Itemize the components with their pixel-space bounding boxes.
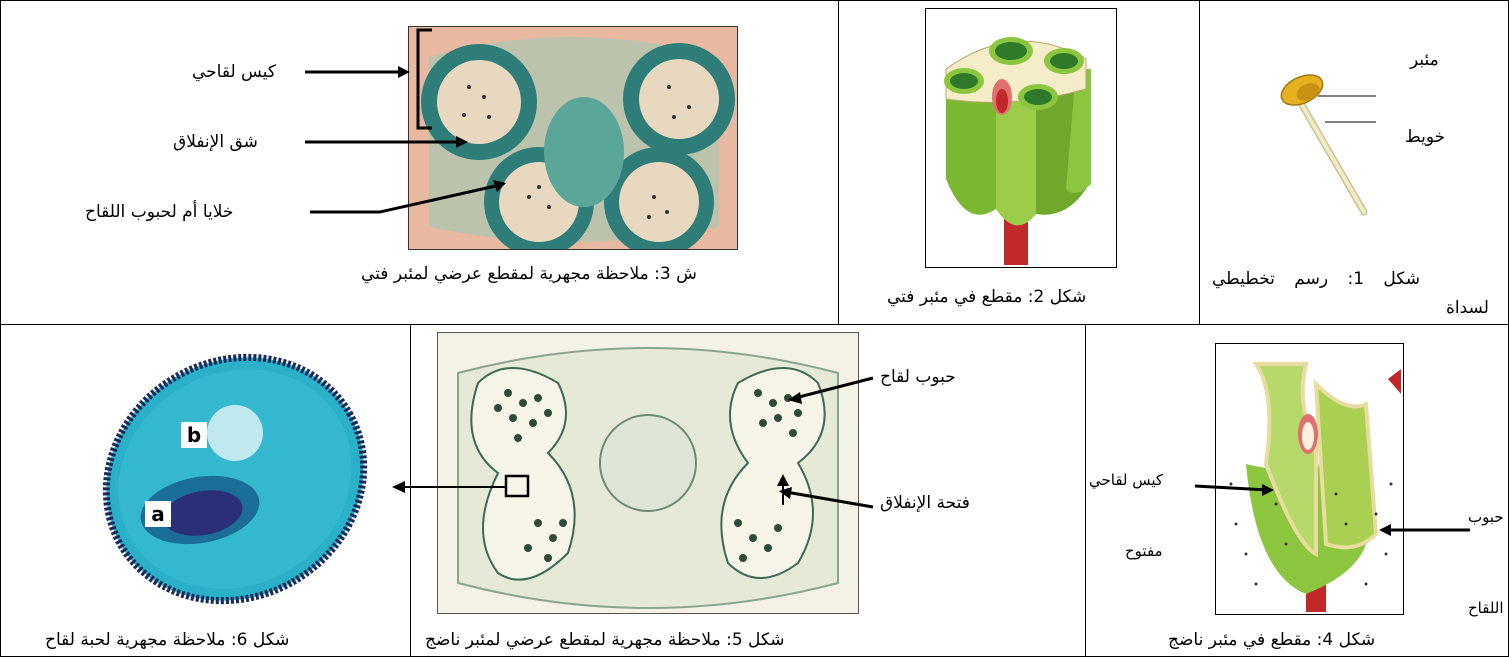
fig5-caption: شكل 5: ملاحظة مجهرية لمقطع عرضي لمئبر نا… — [425, 630, 785, 650]
fig5-label-dehiscence-opening: فتحة الإنفلاق — [880, 493, 970, 513]
fig5-label-pollen-grains: حبوب لقاح — [880, 367, 956, 387]
fig6-caption: شكل 6: ملاحظة مجهرية لحبة لقاح — [45, 630, 289, 650]
fig6-label-a: a — [145, 501, 171, 527]
fig6-label-b: b — [181, 422, 207, 448]
fig6-pollen-grain — [95, 345, 375, 613]
